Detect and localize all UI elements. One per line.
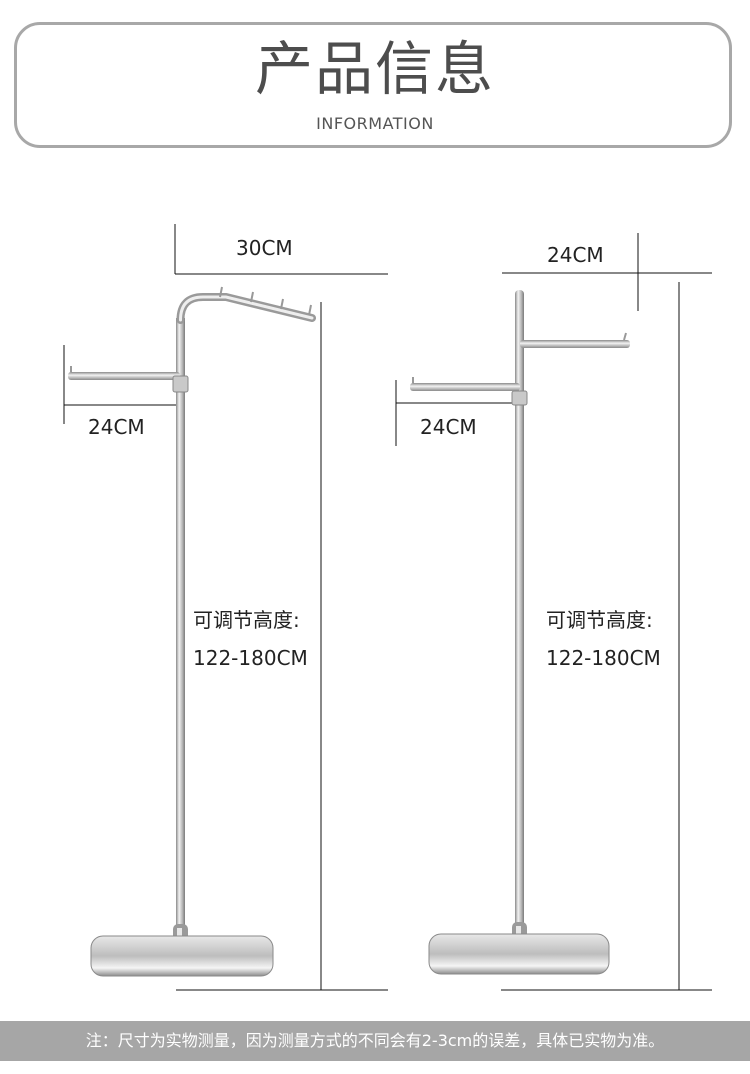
page-title: 产品信息 bbox=[254, 35, 495, 103]
right-stand bbox=[395, 233, 712, 991]
left-arm-width-label: 24CM bbox=[88, 415, 145, 439]
left-height-label: 可调节高度: bbox=[193, 608, 300, 632]
left-stand bbox=[63, 224, 388, 991]
page-subtitle: INFORMATION bbox=[316, 114, 434, 133]
right-height-label: 可调节高度: bbox=[546, 608, 653, 632]
header-panel bbox=[14, 22, 732, 148]
right-height-value: 122-180CM bbox=[546, 646, 661, 670]
footer-note: 注：尺寸为实物测量，因为测量方式的不同会有2-3cm的误差，具体已实物为准。 bbox=[0, 1021, 750, 1061]
right-arm-width-label: 24CM bbox=[420, 415, 477, 439]
right-top-width-label: 24CM bbox=[547, 243, 604, 267]
left-height-text: 可调节高度: 122-180CM bbox=[193, 601, 308, 677]
right-height-text: 可调节高度: 122-180CM bbox=[546, 601, 661, 677]
left-top-width-label: 30CM bbox=[236, 236, 293, 260]
left-height-value: 122-180CM bbox=[193, 646, 308, 670]
